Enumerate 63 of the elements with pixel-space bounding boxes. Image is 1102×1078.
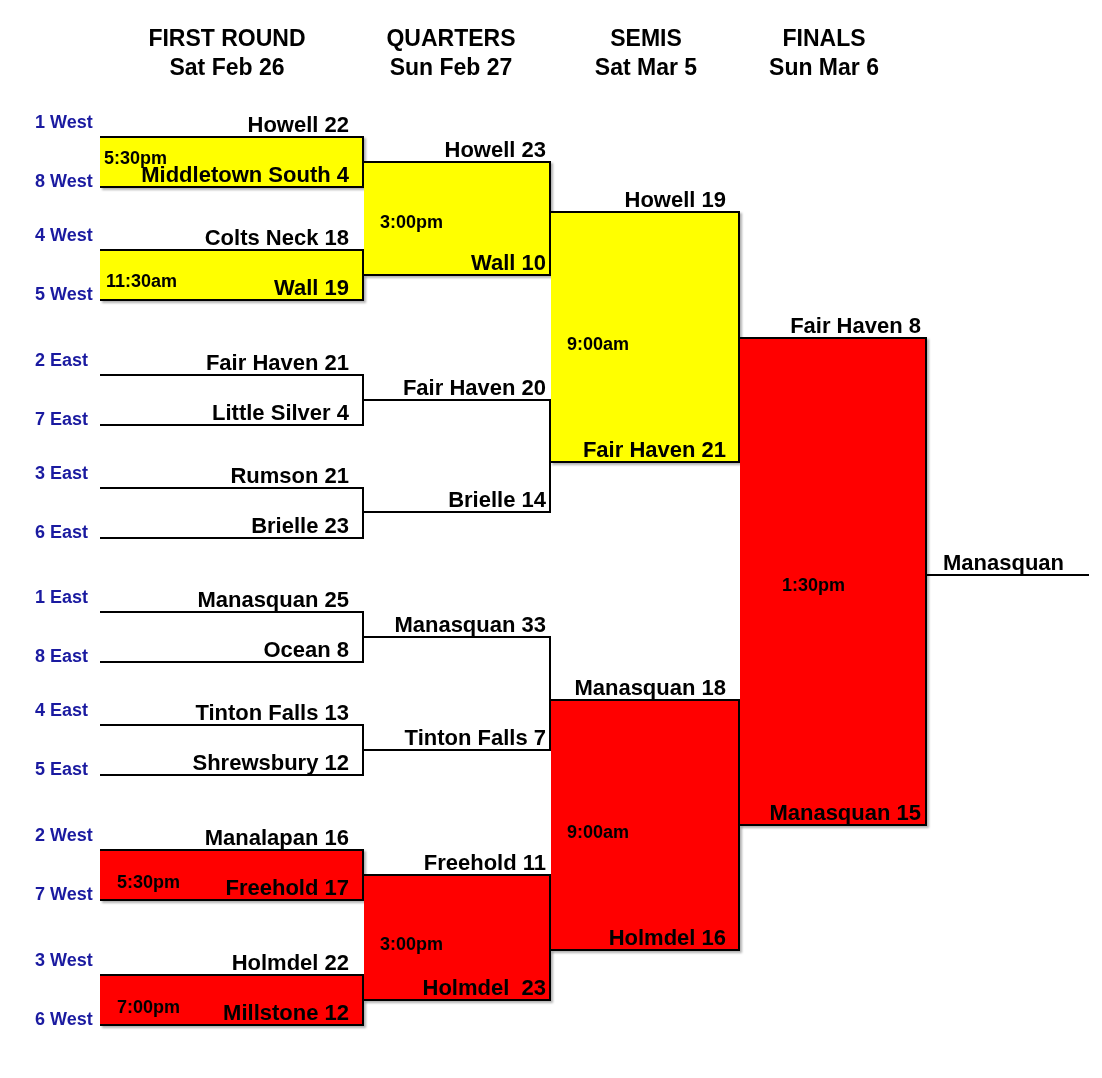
team-score: Brielle 14 bbox=[448, 490, 546, 510]
team-score: Fair Haven 21 bbox=[582, 440, 726, 460]
seed-label: 3 West bbox=[35, 951, 93, 969]
seed-label: 1 East bbox=[35, 588, 89, 606]
team-score: Tinton Falls 7 bbox=[404, 728, 546, 748]
champion-name: Manasquan bbox=[943, 553, 1065, 573]
team-score: Manasquan 18 bbox=[574, 678, 726, 698]
team-score: Manalapan 16 bbox=[204, 828, 349, 848]
round-heading: FINALS bbox=[782, 26, 866, 50]
seed-label: 7 West bbox=[35, 885, 93, 903]
team-score: Tinton Falls 13 bbox=[195, 703, 349, 723]
team-score: Fair Haven 8 bbox=[790, 316, 921, 336]
team-score: Holmdel 22 bbox=[231, 953, 349, 973]
team-score: Freehold 17 bbox=[225, 878, 349, 898]
team-score: Colts Neck 18 bbox=[204, 228, 349, 248]
seed-label: 5 West bbox=[35, 285, 93, 303]
seed-label: 6 West bbox=[35, 1010, 93, 1028]
seed-label: 4 East bbox=[35, 701, 89, 719]
game-time: 1:30pm bbox=[782, 576, 846, 594]
round-heading: FIRST ROUND bbox=[148, 26, 306, 50]
game-time: 3:00pm bbox=[380, 213, 444, 231]
round-date: Sun Feb 27 bbox=[389, 55, 513, 79]
team-score: Manasquan 15 bbox=[769, 803, 921, 823]
round-date: Sat Feb 26 bbox=[169, 55, 285, 79]
team-score: Brielle 23 bbox=[251, 516, 349, 536]
seed-label: 8 West bbox=[35, 172, 93, 190]
game-time: 9:00am bbox=[567, 823, 630, 841]
team-score: Ocean 8 bbox=[263, 640, 349, 660]
team-score: Manasquan 25 bbox=[197, 590, 349, 610]
team-score: Manasquan 33 bbox=[394, 615, 546, 635]
game-time: 7:00pm bbox=[117, 998, 181, 1016]
team-score: Holmdel 16 bbox=[608, 928, 726, 948]
seed-label: 1 West bbox=[35, 113, 93, 131]
team-score: Millstone 12 bbox=[223, 1003, 349, 1023]
seed-label: 8 East bbox=[35, 647, 89, 665]
seed-label: 2 West bbox=[35, 826, 93, 844]
team-score: Little Silver 4 bbox=[212, 403, 349, 423]
game-time: 5:30pm bbox=[104, 149, 168, 167]
seed-label: 4 West bbox=[35, 226, 93, 244]
round-heading: QUARTERS bbox=[386, 26, 516, 50]
game-time: 9:00am bbox=[567, 335, 630, 353]
round-heading: SEMIS bbox=[610, 26, 682, 50]
game-time: 3:00pm bbox=[380, 935, 444, 953]
game-time: 5:30pm bbox=[117, 873, 181, 891]
team-score: Howell 22 bbox=[247, 115, 349, 135]
team-score: Wall 10 bbox=[471, 253, 546, 273]
team-score: Freehold 11 bbox=[423, 853, 546, 873]
round-date: Sat Mar 5 bbox=[594, 55, 698, 79]
team-score: Wall 19 bbox=[274, 278, 349, 298]
team-score: Howell 23 bbox=[444, 140, 546, 160]
team-score: Shrewsbury 12 bbox=[192, 753, 349, 773]
seed-label: 3 East bbox=[35, 464, 89, 482]
team-score: Holmdel 23 bbox=[422, 978, 546, 998]
round-date: Sun Mar 6 bbox=[769, 55, 879, 79]
seed-label: 6 East bbox=[35, 523, 89, 541]
seed-label: 2 East bbox=[35, 351, 89, 369]
team-score: Fair Haven 20 bbox=[402, 378, 546, 398]
seed-label: 5 East bbox=[35, 760, 89, 778]
game-time: 11:30am bbox=[106, 272, 178, 290]
team-score: Howell 19 bbox=[624, 190, 726, 210]
team-score: Rumson 21 bbox=[230, 466, 349, 486]
seed-label: 7 East bbox=[35, 410, 89, 428]
team-score: Fair Haven 21 bbox=[205, 353, 349, 373]
